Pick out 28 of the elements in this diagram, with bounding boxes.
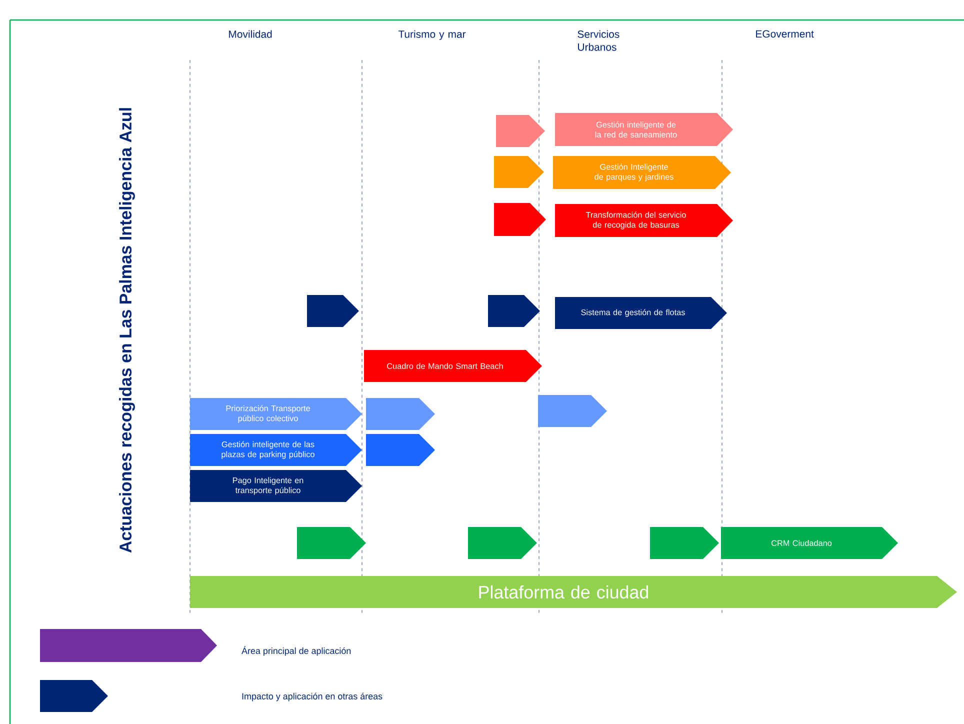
pentagon-banner: Gestión Inteligente de parques y jardines (553, 156, 731, 189)
pentagon-banner: Gestión inteligente de las plazas de parking público (190, 434, 362, 466)
blank-banner (307, 295, 359, 327)
blank-banner (468, 527, 537, 559)
blank-banner (366, 434, 435, 466)
blank-banner (494, 203, 546, 236)
legend-label: Área principal de aplicación (242, 646, 351, 656)
column-header: Movilidad (229, 30, 272, 38)
pentagon-banner: Transformación del servicio de recogida de basuras (555, 204, 733, 237)
legend-label: Impacto y aplicación en otras áreas (242, 692, 382, 702)
title: Actuaciones recogidas en Las Palmas Inteligencia Azul (119, 108, 135, 553)
blank-banner (496, 115, 545, 147)
column-header: Turismo y mar (398, 30, 466, 40)
pentagon-banner: Gestión inteligente de la red de saneamiento (555, 113, 733, 146)
pentagon-banner: Sistema de gestión de flotas (555, 297, 727, 329)
blank-banner (297, 527, 366, 559)
column-header: Servicios Urbanos (578, 30, 620, 51)
platform-banner: Plataforma de ciudad (190, 576, 957, 608)
pentagon-banner: CRM Ciudadano (721, 527, 898, 559)
blank-banner (366, 398, 435, 430)
pentagon-banner: Priorización Transporte público colectivo (190, 398, 362, 430)
blank-banner (650, 527, 719, 559)
blank-banner (494, 156, 544, 188)
column-header: EGoverment (756, 30, 814, 38)
pentagon-banner: Cuadro de Mando Smart Beach (364, 350, 542, 382)
pentagon-banner: Pago Inteligente en transporte público (190, 470, 362, 502)
blank-banner (538, 395, 607, 427)
blank-banner (488, 295, 540, 327)
